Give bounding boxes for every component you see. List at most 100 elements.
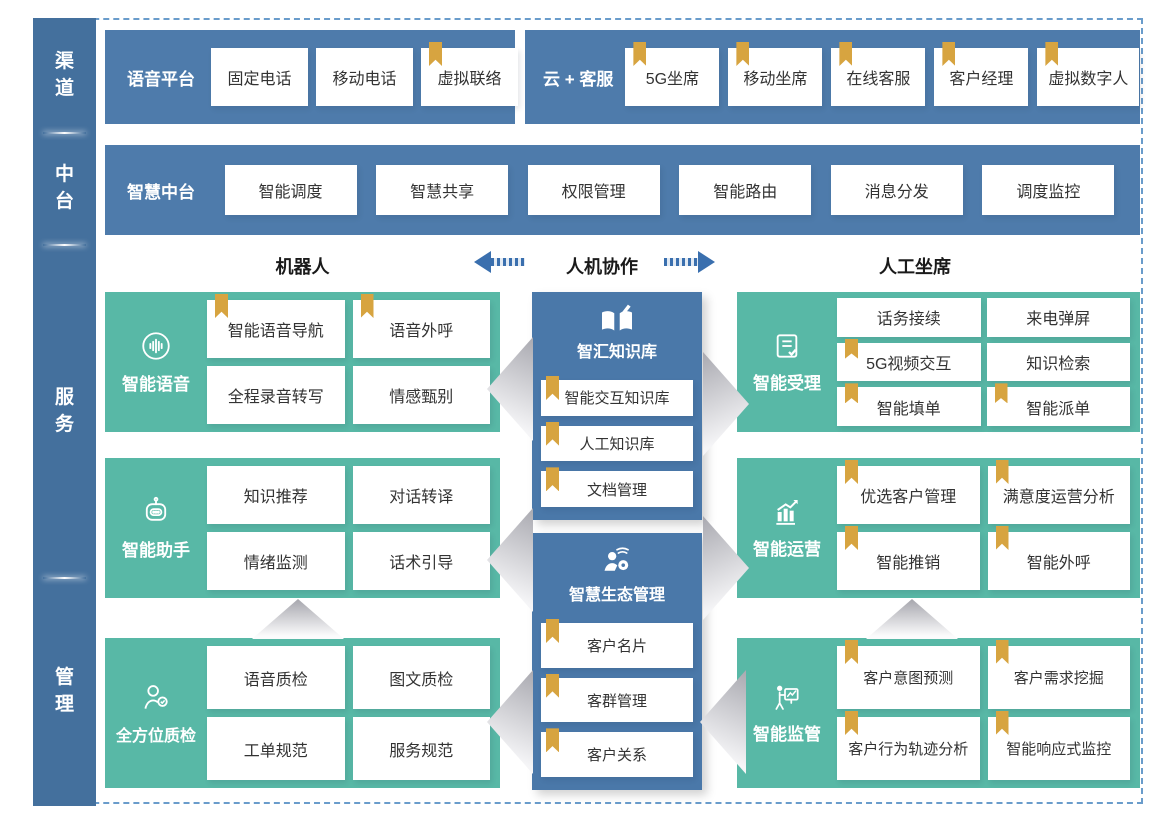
block-items: 优选客户管理 满意度运营分析 智能推销 智能外呼: [837, 458, 1140, 598]
sidebar-label: 服务: [54, 386, 74, 435]
block-eco-management: 智慧生态管理 客户名片 客群管理 客户关系: [532, 533, 702, 790]
block-title: 智能监管: [753, 725, 821, 744]
sidebar-item-channel: 渠道: [33, 18, 96, 133]
right-dashed-arrow-icon: [664, 251, 715, 273]
feature-box: 服务规范: [352, 717, 490, 780]
box-label: 移动坐席: [743, 71, 808, 88]
feature-box: 语音外呼: [352, 294, 490, 358]
box-label: 语音质检: [243, 671, 308, 689]
block-header: 智慧生态管理: [532, 533, 702, 611]
block-title: 智能受理: [753, 374, 821, 393]
chart-up-icon: [771, 496, 803, 528]
box-label: 固定电话: [227, 71, 292, 88]
box-label: 移动电话: [332, 71, 397, 88]
bookmark-icon: [215, 294, 228, 318]
block-smart-assistant: 智能助手 知识推荐 对话转译 情绪监测 话术引导: [105, 458, 500, 598]
box-label: 优选客户管理: [860, 489, 957, 506]
knowledge-book-icon: [599, 304, 635, 334]
box-label: 话务接续: [876, 311, 941, 329]
quality-inspector-icon: [139, 681, 173, 715]
cloud-service-panel: 云 + 客服 5G坐席 移动坐席 在线客服 客户经理 虚拟数字人: [525, 30, 1140, 124]
box-label: 客户名片: [586, 637, 647, 655]
box-label: 虚拟数字人: [1048, 71, 1129, 88]
box-label: 消息分发: [864, 184, 929, 201]
feature-box: 智能推销: [837, 526, 980, 590]
box-label: 服务规范: [389, 742, 454, 760]
box-label: 客户经理: [949, 71, 1014, 88]
box-label: 工单规范: [243, 742, 308, 760]
bookmark-icon: [845, 460, 858, 484]
block-label: 智能助手: [105, 458, 207, 598]
voice-wave-icon: [139, 329, 173, 363]
block-items: 话务接续 来电弹屏 5G视频交互 知识检索 智能填单 智能派单: [837, 292, 1140, 432]
panel-items: 5G坐席 移动坐席 在线客服 客户经理 虚拟数字人: [625, 42, 1140, 106]
box-label: 智能响应式监控: [1006, 741, 1112, 758]
block-title: 全方位质检: [115, 727, 196, 745]
phase-sidebar: 渠道 中台 服务 管理: [33, 18, 96, 806]
feature-box: 知识检索: [986, 342, 1130, 382]
block-title: 智慧生态管理: [568, 587, 665, 604]
bookmark-icon: [546, 673, 559, 698]
knowledge-box: 人工知识库: [541, 421, 693, 462]
eco-person-icon: [599, 545, 635, 577]
feature-box: 智能外呼: [987, 526, 1130, 590]
block-items: 智能交互知识库 人工知识库 文档管理: [532, 368, 702, 520]
doc-check-icon: [771, 330, 803, 362]
feature-box: 情感甄别: [352, 366, 490, 424]
header-human-agent: 人工坐席: [879, 257, 951, 277]
eco-box: 客群管理: [541, 673, 693, 723]
bookmark-icon: [942, 42, 956, 66]
header-collaboration: 人机协作: [566, 257, 638, 277]
channel-box: 5G坐席: [625, 42, 720, 106]
block-items: 客户名片 客群管理 客户关系: [532, 611, 702, 790]
block-smart-acceptance: 智能受理 话务接续 来电弹屏 5G视频交互 知识检索 智能填单 智能派单: [737, 292, 1140, 432]
box-label: 5G坐席: [645, 71, 700, 88]
box-label: 客户需求挖掘: [1013, 670, 1104, 687]
bookmark-icon: [429, 42, 442, 66]
panel-title: 智慧中台: [127, 182, 195, 202]
knowledge-box: 文档管理: [541, 467, 693, 508]
feature-box: 知识推荐: [207, 466, 345, 524]
block-items: 智能语音导航 语音外呼 全程录音转写 情感甄别: [207, 292, 500, 432]
box-label: 虚拟联络: [437, 71, 502, 88]
feature-box: 智能填单: [837, 383, 981, 426]
midplatform-box: 智能路由: [679, 165, 812, 215]
block-smart-supervision: 智能监管 客户意图预测 客户需求挖掘 客户行为轨迹分析 智能响应式监控: [737, 638, 1140, 788]
block-title: 智汇知识库: [576, 344, 657, 361]
bookmark-icon: [1045, 42, 1059, 66]
feature-box: 5G视频交互: [837, 338, 981, 382]
bookmark-icon: [994, 383, 1008, 404]
box-label: 满意度运营分析: [1002, 489, 1115, 506]
box-label: 语音外呼: [389, 323, 454, 340]
bookmark-icon: [995, 460, 1009, 484]
box-label: 来电弹屏: [1026, 311, 1091, 329]
box-label: 智能外呼: [1026, 555, 1091, 572]
box-label: 全程录音转写: [227, 389, 324, 406]
box-label: 客户关系: [586, 747, 647, 765]
bookmark-icon: [360, 294, 374, 318]
feature-box: 图文质检: [352, 646, 490, 709]
bookmark-icon: [546, 728, 559, 753]
box-label: 智能推销: [876, 555, 941, 572]
box-label: 智能交互知识库: [564, 390, 670, 408]
feature-box: 满意度运营分析: [987, 460, 1130, 524]
feature-box: 话术引导: [352, 532, 490, 590]
knowledge-box: 智能交互知识库: [541, 376, 693, 416]
monitor-board-icon: [771, 681, 803, 713]
bookmark-icon: [633, 42, 647, 66]
sidebar-label: 管理: [54, 667, 74, 715]
bookmark-icon: [995, 526, 1009, 550]
box-label: 客群管理: [586, 692, 647, 710]
block-title: 智能助手: [122, 541, 190, 560]
box-label: 话术引导: [389, 555, 454, 572]
feature-box: 对话转译: [352, 466, 490, 524]
left-dashed-arrow-icon: [474, 251, 525, 273]
block-smart-voice: 智能语音 智能语音导航 语音外呼 全程录音转写 情感甄别: [105, 292, 500, 432]
box-label: 调度监控: [1016, 184, 1081, 201]
box-label: 文档管理: [586, 481, 647, 499]
box-label: 智能路由: [713, 184, 778, 201]
block-label: 智能语音: [105, 292, 207, 432]
feature-box: 客户意图预测: [837, 640, 980, 709]
channel-box: 移动电话: [316, 48, 413, 106]
